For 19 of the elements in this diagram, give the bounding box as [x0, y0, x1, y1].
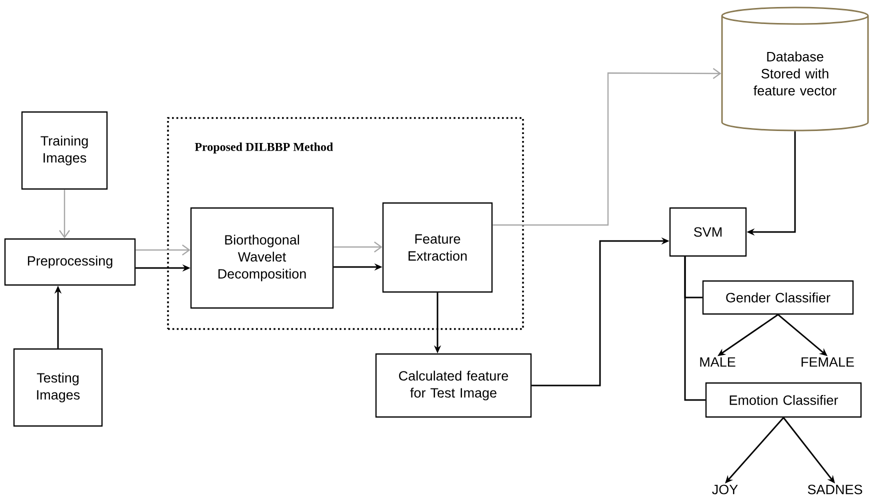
process-box: SVM	[669, 207, 747, 257]
arrow	[59, 190, 70, 238]
class-label: MALE	[700, 357, 736, 367]
process-box: Biorthogonal Wavelet Decomposition	[190, 207, 334, 309]
process-box: Feature Extraction	[382, 202, 493, 293]
classifier-box: Emotion Classifier	[705, 382, 862, 418]
arrow	[136, 244, 190, 256]
arrow	[334, 242, 382, 252]
classifier-box: Gender Classifier	[702, 280, 854, 315]
class-label: SADNES	[808, 484, 862, 494]
process-box: Calculated feature for Test Image	[375, 353, 532, 418]
process-box: Preprocessing	[4, 238, 136, 286]
class-label: FEMALE	[802, 357, 854, 367]
connector-line	[684, 256, 706, 401]
process-box: Testing Images	[13, 348, 103, 427]
arrow	[492, 68, 722, 226]
database-cylinder: Database Stored with feature vector	[721, 6, 869, 132]
class-label: JOY	[712, 484, 738, 494]
process-box: Training Images	[21, 111, 108, 190]
